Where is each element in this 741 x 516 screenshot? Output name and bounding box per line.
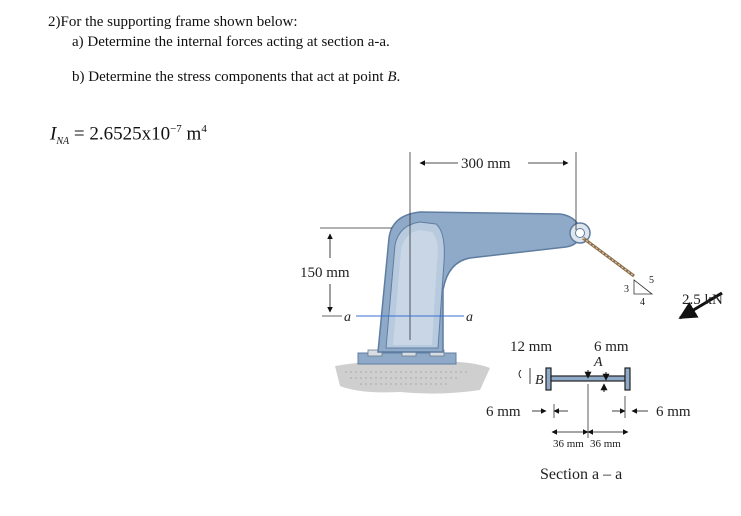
part-b-suffix: .	[396, 69, 401, 85]
slope-hyp-label: 5	[649, 275, 654, 286]
cross-section	[518, 367, 648, 438]
inertia-unit: m	[181, 123, 202, 145]
problem-title: 2)For the supporting frame shown below:	[48, 14, 298, 30]
part-b-prefix: b) Determine the stress components that …	[72, 69, 388, 85]
inertia-unit-exponent: 4	[201, 123, 207, 135]
part-a-text: a) Determine the internal forces acting …	[72, 34, 390, 50]
inertia-exponent: −7	[170, 123, 182, 135]
slope-triangle	[633, 279, 654, 295]
base-plate	[357, 349, 457, 365]
moment-of-inertia: INA = 2.6525x10−7 m4	[50, 123, 207, 147]
section-caption: Section a – a	[540, 466, 622, 483]
slope-run-label: 4	[640, 297, 645, 308]
section-mark-left: a	[344, 310, 351, 325]
inertia-expression: = 2.6525x10	[69, 123, 171, 145]
load-label: 2.5 kN	[682, 292, 723, 308]
load-arrow	[678, 291, 723, 320]
ground	[335, 360, 490, 394]
dimension-vertical	[320, 227, 392, 317]
dim-vertical-label: 150 mm	[300, 265, 350, 281]
flange-width-right-label: 6 mm	[656, 404, 691, 420]
section-mark-right: a	[466, 310, 473, 325]
flange-thickness-label: 12 mm	[510, 339, 552, 355]
half-depth-left-label: 36 mm	[553, 438, 584, 450]
dimension-horizontal	[409, 152, 577, 340]
half-depth-right-label: 36 mm	[590, 438, 621, 450]
part-b-point: B	[387, 69, 397, 85]
dim-horizontal-label: 300 mm	[461, 156, 511, 172]
slope-rise-label: 3	[624, 284, 629, 295]
inertia-symbol: I	[50, 123, 57, 145]
web-thickness-label: 6 mm	[594, 339, 629, 355]
point-a-label: A	[593, 355, 603, 370]
flange-width-left-label: 6 mm	[486, 404, 521, 420]
cable	[582, 236, 635, 278]
point-b-label: B	[535, 373, 544, 388]
inertia-subscript: NA	[56, 136, 70, 148]
part-b-text: b) Determine the stress components that …	[72, 69, 400, 86]
